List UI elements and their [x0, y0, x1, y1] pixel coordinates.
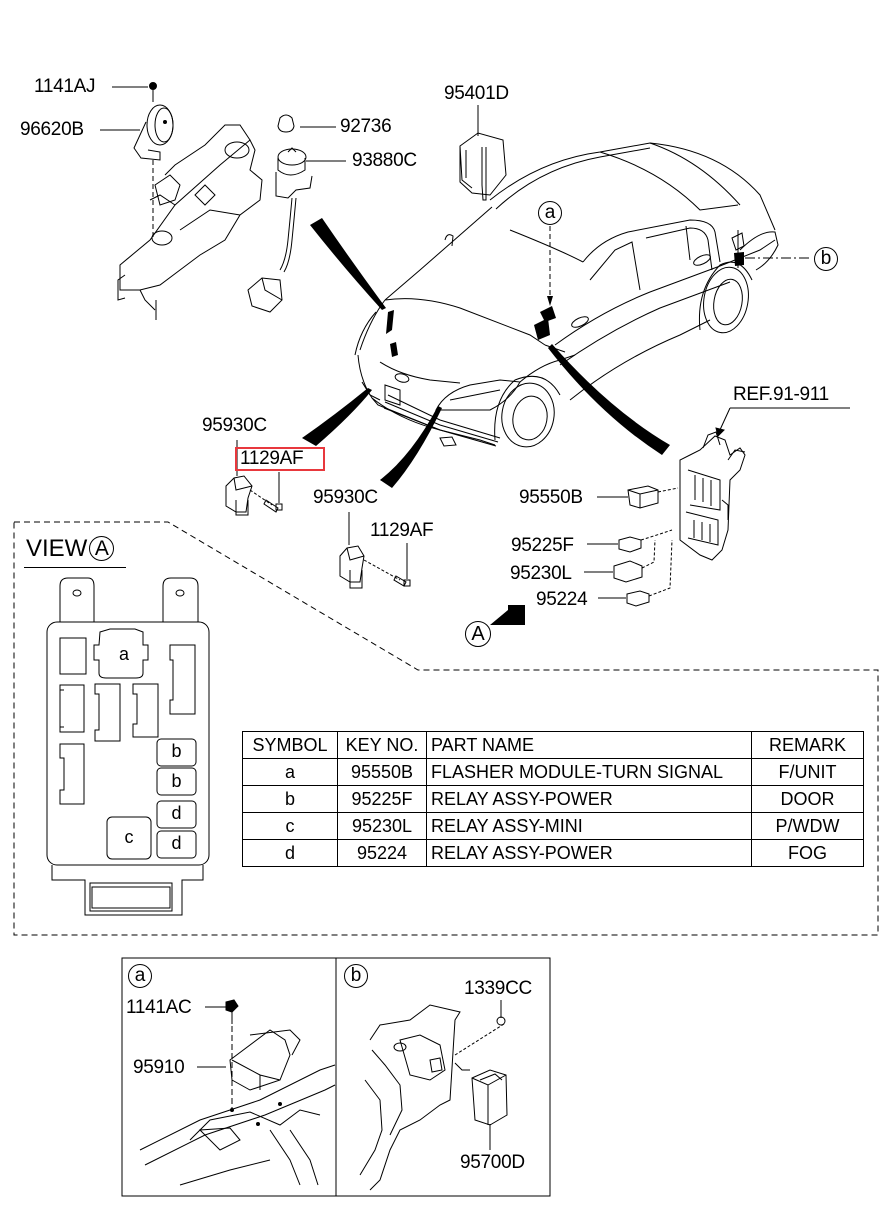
callout-detail-a-bolt: 1141AC	[126, 997, 192, 1018]
cell-key-no: 95550B	[337, 758, 427, 786]
callout-horn: 96620B	[20, 119, 84, 140]
view-a-underline	[24, 567, 126, 568]
slot-label-d2: d	[171, 833, 182, 853]
slot-label-d1: d	[171, 803, 182, 823]
table-header-row: SYMBOL KEY NO. PART NAME REMARK	[242, 731, 864, 759]
cell-part-name: RELAY ASSY-MINI	[426, 812, 752, 840]
cell-symbol: b	[242, 785, 338, 813]
callout-detail-b-nut: 1339CC	[464, 978, 532, 999]
car-module-markers	[386, 252, 744, 357]
slot-label-c: c	[124, 827, 134, 847]
cell-remark: P/WDW	[751, 812, 864, 840]
cell-part-name: FLASHER MODULE-TURN SIGNAL	[426, 758, 752, 786]
junction-block	[584, 407, 850, 607]
sensor-right	[339, 512, 411, 589]
view-a-marker: A	[465, 621, 491, 647]
table-row: a 95550B FLASHER MODULE-TURN SIGNAL F/UN…	[242, 758, 864, 786]
cell-symbol: a	[242, 758, 338, 786]
callout-module-top: 95401D	[444, 83, 509, 104]
cell-symbol: d	[242, 839, 338, 867]
cell-key-no: 95224	[337, 839, 427, 867]
cell-key-no: 95225F	[337, 785, 427, 813]
cell-symbol: c	[242, 812, 338, 840]
highlight-box	[235, 447, 325, 471]
callout-flasher: 95550B	[519, 487, 583, 508]
hood-switch	[247, 147, 346, 313]
view-a-title-text: VIEW	[26, 535, 88, 562]
detail-b-marker: b	[344, 964, 368, 988]
view-a-title-circle: A	[89, 536, 115, 561]
table-row: c 95230L RELAY ASSY-MINI P/WDW	[242, 812, 864, 840]
view-a-dashed-boundary	[13, 521, 879, 936]
table-row: d 95224 RELAY ASSY-POWER FOG	[242, 839, 864, 867]
slot-label-b2: b	[171, 771, 182, 791]
cell-part-name: RELAY ASSY-POWER	[426, 839, 752, 867]
callout-hood-switch: 93880C	[352, 150, 417, 171]
callout-horn-bolt: 1141AJ	[34, 76, 96, 97]
marker-a: a	[538, 201, 562, 225]
header-symbol: SYMBOL	[242, 731, 338, 759]
view-a-junction-box	[46, 577, 210, 916]
detail-a-drawing	[139, 999, 336, 1186]
cap-part	[277, 114, 336, 133]
marker-b: b	[814, 247, 838, 271]
header-key-no: KEY NO.	[337, 731, 427, 759]
front-frame	[117, 124, 263, 320]
cell-part-name: RELAY ASSY-POWER	[426, 785, 752, 813]
cell-key-no: 95230L	[337, 812, 427, 840]
leader-wedges	[302, 218, 670, 488]
horn-assembly	[100, 82, 174, 240]
cell-remark: FOG	[751, 839, 864, 867]
callout-sensor-left: 95930C	[202, 415, 267, 436]
detail-b-drawing	[359, 1000, 508, 1191]
header-part-name: PART NAME	[426, 731, 752, 759]
callout-relay-mini: 95230L	[510, 563, 572, 584]
parts-table: SYMBOL KEY NO. PART NAME REMARK a 95550B…	[242, 731, 864, 867]
cell-remark: F/UNIT	[751, 758, 864, 786]
header-remark: REMARK	[751, 731, 864, 759]
callout-relay-power: 95225F	[511, 535, 574, 556]
detail-a-marker: a	[128, 964, 152, 988]
slot-label-a: a	[118, 644, 129, 664]
view-a-arrow	[490, 605, 525, 625]
callout-detail-b-module: 95700D	[460, 1152, 525, 1173]
callout-relay-fog: 95224	[536, 589, 588, 610]
car-body	[354, 142, 779, 448]
callout-sensor-left-bolt: 1129AF	[240, 448, 304, 469]
cell-remark: DOOR	[751, 785, 864, 813]
callout-cap: 92736	[340, 116, 392, 137]
callout-detail-a-module: 95910	[133, 1057, 185, 1078]
module-95401D	[459, 105, 507, 201]
table-row: b 95225F RELAY ASSY-POWER DOOR	[242, 785, 864, 813]
slot-label-b1: b	[171, 741, 182, 761]
callout-sensor-right: 95930C	[313, 487, 378, 508]
callout-ref: REF.91-911	[733, 384, 829, 405]
callout-sensor-right-bolt: 1129AF	[370, 520, 434, 541]
